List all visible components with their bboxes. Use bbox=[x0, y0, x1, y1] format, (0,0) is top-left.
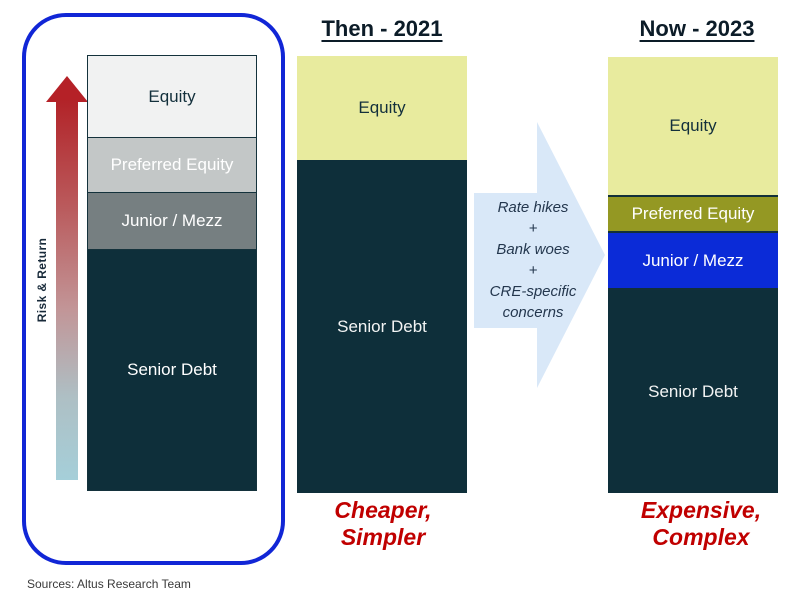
risk-return-arrow-icon bbox=[46, 76, 88, 102]
risk-return-arrow-shaft bbox=[56, 100, 78, 480]
legend-segment-preferred-equity: Preferred Equity bbox=[87, 138, 257, 193]
then-segment-equity: Equity bbox=[297, 56, 467, 160]
legend-segment-junior-mezz: Junior / Mezz bbox=[87, 193, 257, 250]
now-segment-junior-mezz: Junior / Mezz bbox=[608, 231, 778, 288]
now-segment-preferred-equity: Preferred Equity bbox=[608, 195, 778, 231]
arrow-line-plus-2: + bbox=[528, 262, 538, 279]
arrow-line-concerns: concerns bbox=[502, 304, 564, 321]
risk-return-panel bbox=[22, 13, 285, 565]
arrow-line-rate-hikes: Rate hikes bbox=[497, 199, 569, 216]
legend-segment-senior-debt: Senior Debt bbox=[87, 250, 257, 491]
now-caption: Expensive, Complex bbox=[640, 497, 762, 550]
then-caption: Cheaper, Simpler bbox=[334, 497, 432, 550]
then-2021-title: Then - 2021 bbox=[321, 16, 443, 41]
legend-capital-stack: Equity Preferred Equity Junior / Mezz Se… bbox=[87, 55, 257, 491]
arrow-line-cre-specific: CRE-specific bbox=[489, 283, 577, 300]
sources-note: Sources: Altus Research Team bbox=[27, 577, 191, 591]
now-segment-senior-debt: Senior Debt bbox=[608, 288, 778, 493]
then-segment-senior-debt: Senior Debt bbox=[297, 160, 467, 493]
now-2023-title: Now - 2023 bbox=[639, 16, 755, 41]
transition-arrow-text: Rate hikes + Bank woes + CRE-specific co… bbox=[468, 197, 598, 323]
risk-return-label: Risk & Return bbox=[35, 237, 49, 323]
arrow-line-bank-woes: Bank woes bbox=[496, 241, 570, 258]
arrow-line-plus-1: + bbox=[528, 220, 538, 237]
now-2023-stack: Equity Preferred Equity Junior / Mezz Se… bbox=[608, 57, 778, 493]
now-segment-equity: Equity bbox=[608, 57, 778, 195]
legend-segment-equity: Equity bbox=[87, 55, 257, 138]
then-2021-stack: Equity Senior Debt bbox=[297, 56, 467, 493]
transition-arrow-icon bbox=[474, 122, 605, 388]
